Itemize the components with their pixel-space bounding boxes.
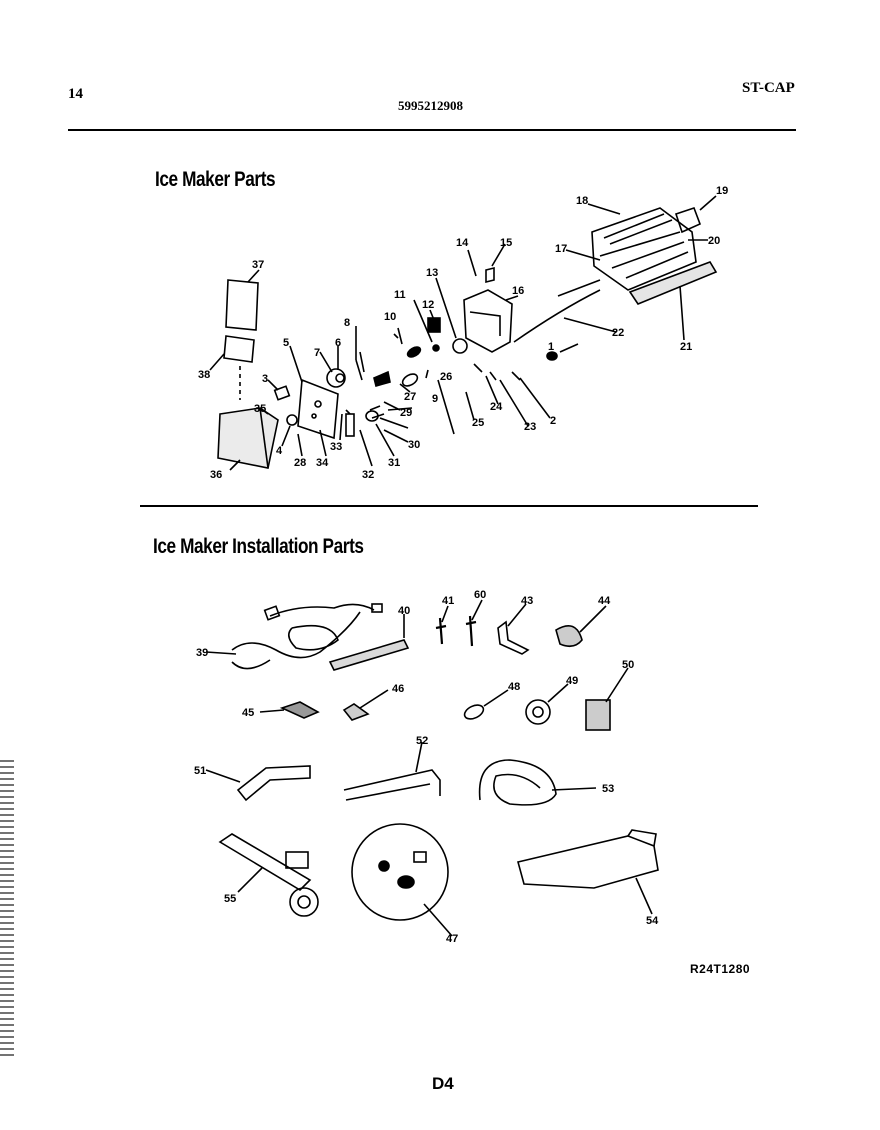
part-39-harness bbox=[231, 603, 375, 670]
callout-18: 18 bbox=[576, 195, 588, 207]
callout-11: 11 bbox=[394, 289, 406, 301]
part-44-clamp bbox=[555, 624, 583, 648]
callout-55: 55 bbox=[224, 893, 236, 905]
callout-47: 47 bbox=[446, 933, 458, 945]
callout-20: 20 bbox=[708, 235, 720, 247]
callout-23: 23 bbox=[524, 421, 536, 433]
part-16-housing bbox=[463, 289, 513, 353]
callout-7: 7 bbox=[314, 347, 320, 359]
callout-39: 39 bbox=[196, 647, 208, 659]
part-40-strip bbox=[328, 639, 410, 671]
callout-52: 52 bbox=[416, 735, 428, 747]
callout-5: 5 bbox=[283, 337, 289, 349]
installation-parts-title: Ice Maker Installation Parts bbox=[153, 535, 364, 558]
callout-27: 27 bbox=[404, 391, 416, 403]
callout-29: 29 bbox=[400, 407, 412, 419]
callout-14: 14 bbox=[456, 237, 469, 249]
callout-43: 43 bbox=[521, 595, 533, 607]
callout-36: 36 bbox=[210, 469, 222, 481]
callout-32: 32 bbox=[362, 469, 374, 481]
callout-28: 28 bbox=[294, 457, 306, 469]
callout-53: 53 bbox=[602, 783, 614, 795]
callout-40: 40 bbox=[398, 605, 410, 617]
model-code: ST-CAP bbox=[742, 80, 795, 96]
part-37-cover bbox=[225, 279, 259, 331]
part-52-fill-tube bbox=[343, 769, 441, 801]
part-43-bracket bbox=[497, 620, 530, 655]
callout-19: 19 bbox=[716, 185, 728, 197]
callout-25: 25 bbox=[472, 417, 484, 429]
callout-12: 12 bbox=[422, 299, 434, 311]
callout-41: 41 bbox=[442, 595, 454, 607]
callout-22: 22 bbox=[612, 327, 624, 339]
callout-44: 44 bbox=[598, 595, 611, 607]
callout-33: 33 bbox=[330, 441, 342, 453]
callout-8: 8 bbox=[344, 317, 350, 329]
section-divider bbox=[140, 505, 758, 507]
page-label: D4 bbox=[432, 1074, 454, 1093]
part-55-valve bbox=[218, 833, 312, 892]
callout-31: 31 bbox=[388, 457, 400, 469]
callout-37: 37 bbox=[252, 259, 264, 271]
callout-26: 26 bbox=[440, 371, 452, 383]
callout-13: 13 bbox=[426, 267, 438, 279]
diagram-code: R24T1280 bbox=[690, 962, 751, 976]
callout-17: 17 bbox=[555, 243, 567, 255]
callout-3: 3 bbox=[262, 373, 268, 385]
ice-maker-callouts: 1 2 3 4 5 6 7 8 9 10 11 12 13 14 15 16 1… bbox=[198, 185, 728, 481]
callout-24: 24 bbox=[490, 401, 503, 413]
callout-30: 30 bbox=[408, 439, 420, 451]
page-number: 14 bbox=[68, 86, 83, 102]
callout-34: 34 bbox=[316, 457, 329, 469]
header-rule bbox=[68, 129, 796, 131]
callout-2: 2 bbox=[550, 415, 556, 427]
callout-15: 15 bbox=[500, 237, 512, 249]
callout-60: 60 bbox=[474, 589, 486, 601]
document-number: 5995212908 bbox=[398, 98, 463, 113]
part-21-rail bbox=[628, 261, 718, 305]
callout-10: 10 bbox=[384, 311, 396, 323]
callout-35: 35 bbox=[254, 403, 266, 415]
callout-51: 51 bbox=[194, 765, 206, 777]
part-38-label bbox=[223, 335, 255, 363]
callout-4: 4 bbox=[276, 445, 283, 457]
part-47-parts-bag bbox=[351, 823, 449, 921]
installation-callouts: 39 40 41 43 44 45 46 47 48 49 50 51 52 5… bbox=[194, 589, 659, 945]
part-18-ice-mold bbox=[591, 207, 697, 291]
scan-edge-artifact bbox=[0, 760, 14, 1060]
part-36-front-cover bbox=[217, 407, 279, 469]
callout-45: 45 bbox=[242, 707, 254, 719]
part-51-tube bbox=[236, 765, 311, 802]
callout-48: 48 bbox=[508, 681, 520, 693]
callout-1: 1 bbox=[548, 341, 554, 353]
part-5-plate bbox=[297, 378, 339, 440]
callout-9: 9 bbox=[432, 393, 438, 405]
callout-21: 21 bbox=[680, 341, 692, 353]
part-53-coil bbox=[478, 759, 557, 806]
callout-6: 6 bbox=[335, 337, 341, 349]
callout-38: 38 bbox=[198, 369, 210, 381]
callout-16: 16 bbox=[512, 285, 524, 297]
callout-46: 46 bbox=[392, 683, 404, 695]
callout-49: 49 bbox=[566, 675, 578, 687]
callout-54: 54 bbox=[646, 915, 659, 927]
ice-maker-parts-title: Ice Maker Parts bbox=[155, 168, 276, 191]
callout-50: 50 bbox=[622, 659, 634, 671]
